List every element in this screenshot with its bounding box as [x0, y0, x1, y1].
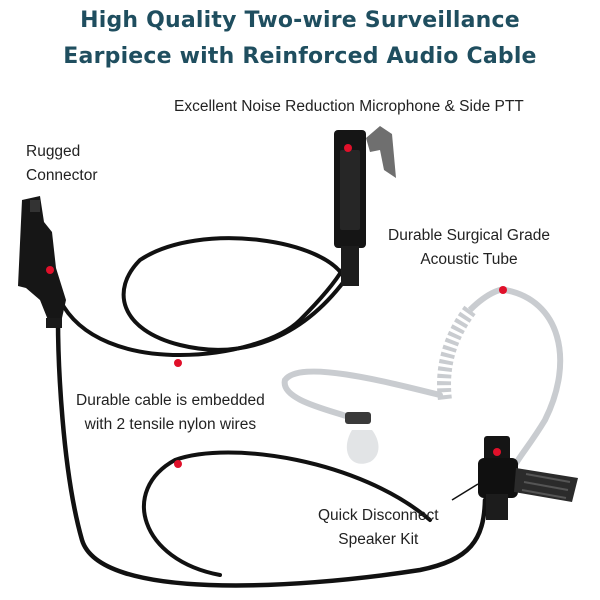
callout-tube-line-2: Acoustic Tube — [420, 251, 518, 268]
callout-connector-line-1: Rugged — [26, 143, 81, 160]
acoustic-tube — [281, 286, 564, 473]
marker-cable-lower — [174, 460, 182, 468]
lower-cable-loop — [142, 450, 432, 577]
callout-tube-line-1: Durable Surgical Grade — [388, 227, 550, 244]
callout-connector-line-2: Connector — [26, 167, 98, 184]
upper-cable-loop — [58, 236, 352, 357]
marker-connector — [46, 266, 54, 274]
headline-line-1: High Quality Two-wire Surveillance — [80, 8, 520, 33]
callout-cable-line-2: with 2 tensile nylon wires — [84, 416, 257, 433]
pointer-speaker — [451, 483, 479, 501]
marker-microphone — [344, 144, 352, 152]
callout-microphone: Excellent Noise Reduction Microphone & S… — [174, 95, 524, 119]
callout-speaker-line-2: Speaker Kit — [338, 531, 419, 548]
callout-tube: Durable Surgical Grade Acoustic Tube — [388, 224, 550, 272]
upper-cable-loop-2 — [121, 236, 347, 352]
callout-cable: Durable cable is embedded with 2 tensile… — [76, 389, 265, 437]
marker-cable-upper — [174, 359, 182, 367]
main-cable — [55, 317, 488, 588]
callout-connector: Rugged Connector — [26, 140, 98, 188]
marker-speaker — [493, 448, 501, 456]
rugged-connector — [18, 196, 66, 328]
callout-speaker-line-1: Quick Disconnect — [318, 507, 439, 524]
speaker-kit — [478, 436, 578, 520]
callout-microphone-line-1: Excellent Noise Reduction Microphone & S… — [174, 98, 524, 115]
microphone-ptt-unit — [334, 126, 396, 286]
marker-tube — [499, 286, 507, 294]
headline-line-2: Earpiece with Reinforced Audio Cable — [63, 44, 537, 69]
callout-cable-line-1: Durable cable is embedded — [76, 392, 265, 409]
callout-speaker: Quick Disconnect Speaker Kit — [318, 504, 439, 552]
